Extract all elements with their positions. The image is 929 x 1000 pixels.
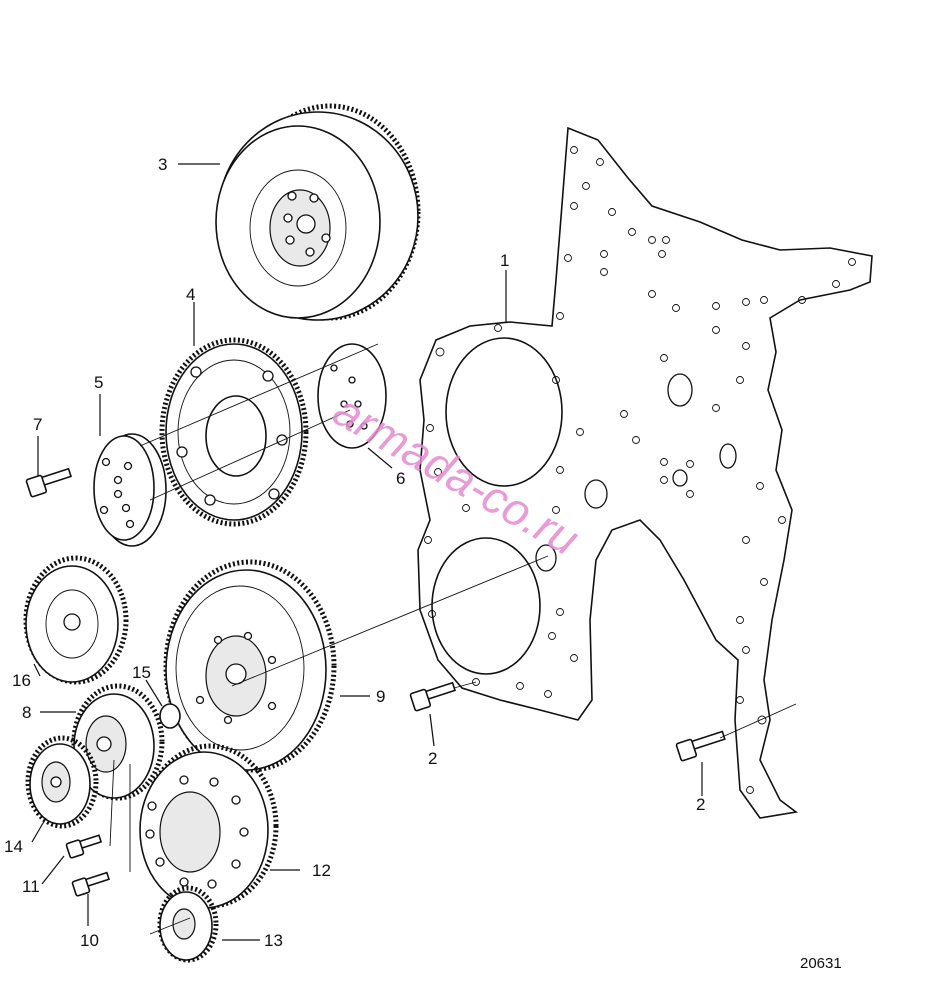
bolt-7 xyxy=(25,467,73,498)
gear-16 xyxy=(23,555,129,685)
bolt-11 xyxy=(65,834,103,859)
callout-3: 3 xyxy=(158,155,167,174)
flywheel xyxy=(215,103,421,321)
gear-12 xyxy=(139,743,279,909)
bolt-2-right xyxy=(675,730,726,762)
callout-12: 12 xyxy=(312,861,331,880)
gear-14 xyxy=(25,735,99,829)
thrust-plate xyxy=(317,343,387,449)
hub xyxy=(93,433,167,547)
drawing-reference-number: 20631 xyxy=(800,955,842,972)
callout-6: 6 xyxy=(396,469,405,488)
crank-gear xyxy=(159,337,309,527)
seal-ring-15 xyxy=(159,703,181,729)
callout-11: 11 xyxy=(22,877,40,896)
callout-9: 9 xyxy=(376,687,385,706)
gear-13 xyxy=(157,885,219,963)
callout-8: 8 xyxy=(22,703,31,722)
callout-13: 13 xyxy=(264,931,283,950)
timing-plate xyxy=(417,126,873,819)
callout-10: 10 xyxy=(80,931,99,950)
gear-8 xyxy=(71,683,165,801)
callout-2-left: 2 xyxy=(428,749,437,768)
bolt-10 xyxy=(71,871,110,897)
callout-1: 1 xyxy=(500,251,509,270)
callout-15: 15 xyxy=(132,663,151,682)
callout-4: 4 xyxy=(186,285,195,304)
callout-14: 14 xyxy=(4,837,23,856)
callout-16: 16 xyxy=(12,671,31,690)
callout-5: 5 xyxy=(94,373,103,392)
callout-7: 7 xyxy=(33,415,42,434)
idler-gear-9 xyxy=(163,559,337,773)
leader-lines xyxy=(31,163,797,941)
bolt-2-left xyxy=(409,681,457,712)
callout-2-right: 2 xyxy=(696,795,705,814)
